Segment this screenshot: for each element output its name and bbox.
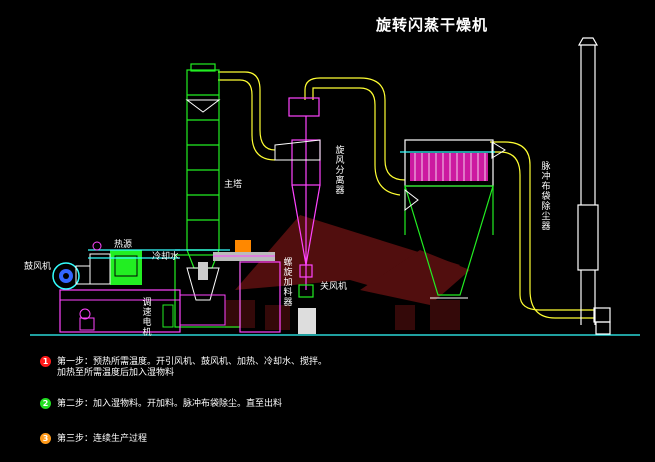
watermark-logo [225,215,470,330]
drive-equipment [162,240,281,333]
diagram-title: 旋转闪蒸干燥机 [376,16,489,34]
airlock-fan [298,284,316,334]
step-1-line1: 第一步：预热所需温度。开引风机、鼓风机、加热、冷却水、搅拌。 [57,357,328,367]
main-tower [186,63,220,269]
step-3: 3 第三步：连续生产过程 [40,433,148,445]
step-2: 2 第二步：加入湿物料。开加料。脉冲布袋除尘。直至出料 [40,398,283,410]
chimney [577,37,611,335]
label-blower: 鼓风机 [24,262,52,272]
duct-pipes [218,71,595,319]
label-speed-motor: 调速电机 [142,298,152,338]
label-exhaust-fan: 关风机 [320,282,348,292]
cyclone-inlet [274,139,321,161]
label-main-tower: 主塔 [224,180,243,190]
label-pulse-bag: 脉冲布袋除尘器 [541,162,551,232]
step-1-badge: 1 [40,356,51,367]
blower-fan [52,262,91,290]
cyclone-separator [288,97,321,290]
step-3-badge: 3 [40,433,51,444]
heat-source-unit [59,241,181,333]
step-1: 1 第一步：预热所需温度。开引风机、鼓风机、加热、冷却水、搅拌。 加热至所需温度… [40,356,328,379]
label-cooling-water: 冷却水 [152,252,180,262]
step-3-line1: 第三步：连续生产过程 [57,434,148,444]
step-2-line1: 第二步：加入湿物料。开加料。脉冲布袋除尘。直至出料 [57,399,283,409]
tower-cone [185,99,221,113]
label-cyclone: 旋风分离器 [335,146,345,196]
pulse-bag-filter [400,139,506,299]
label-heat-source: 热源 [114,240,133,250]
label-screw-feeder: 螺旋加料器 [283,258,293,308]
step-2-badge: 2 [40,398,51,409]
step-1-line2: 加热至所需温度后加入湿物料 [57,368,175,378]
